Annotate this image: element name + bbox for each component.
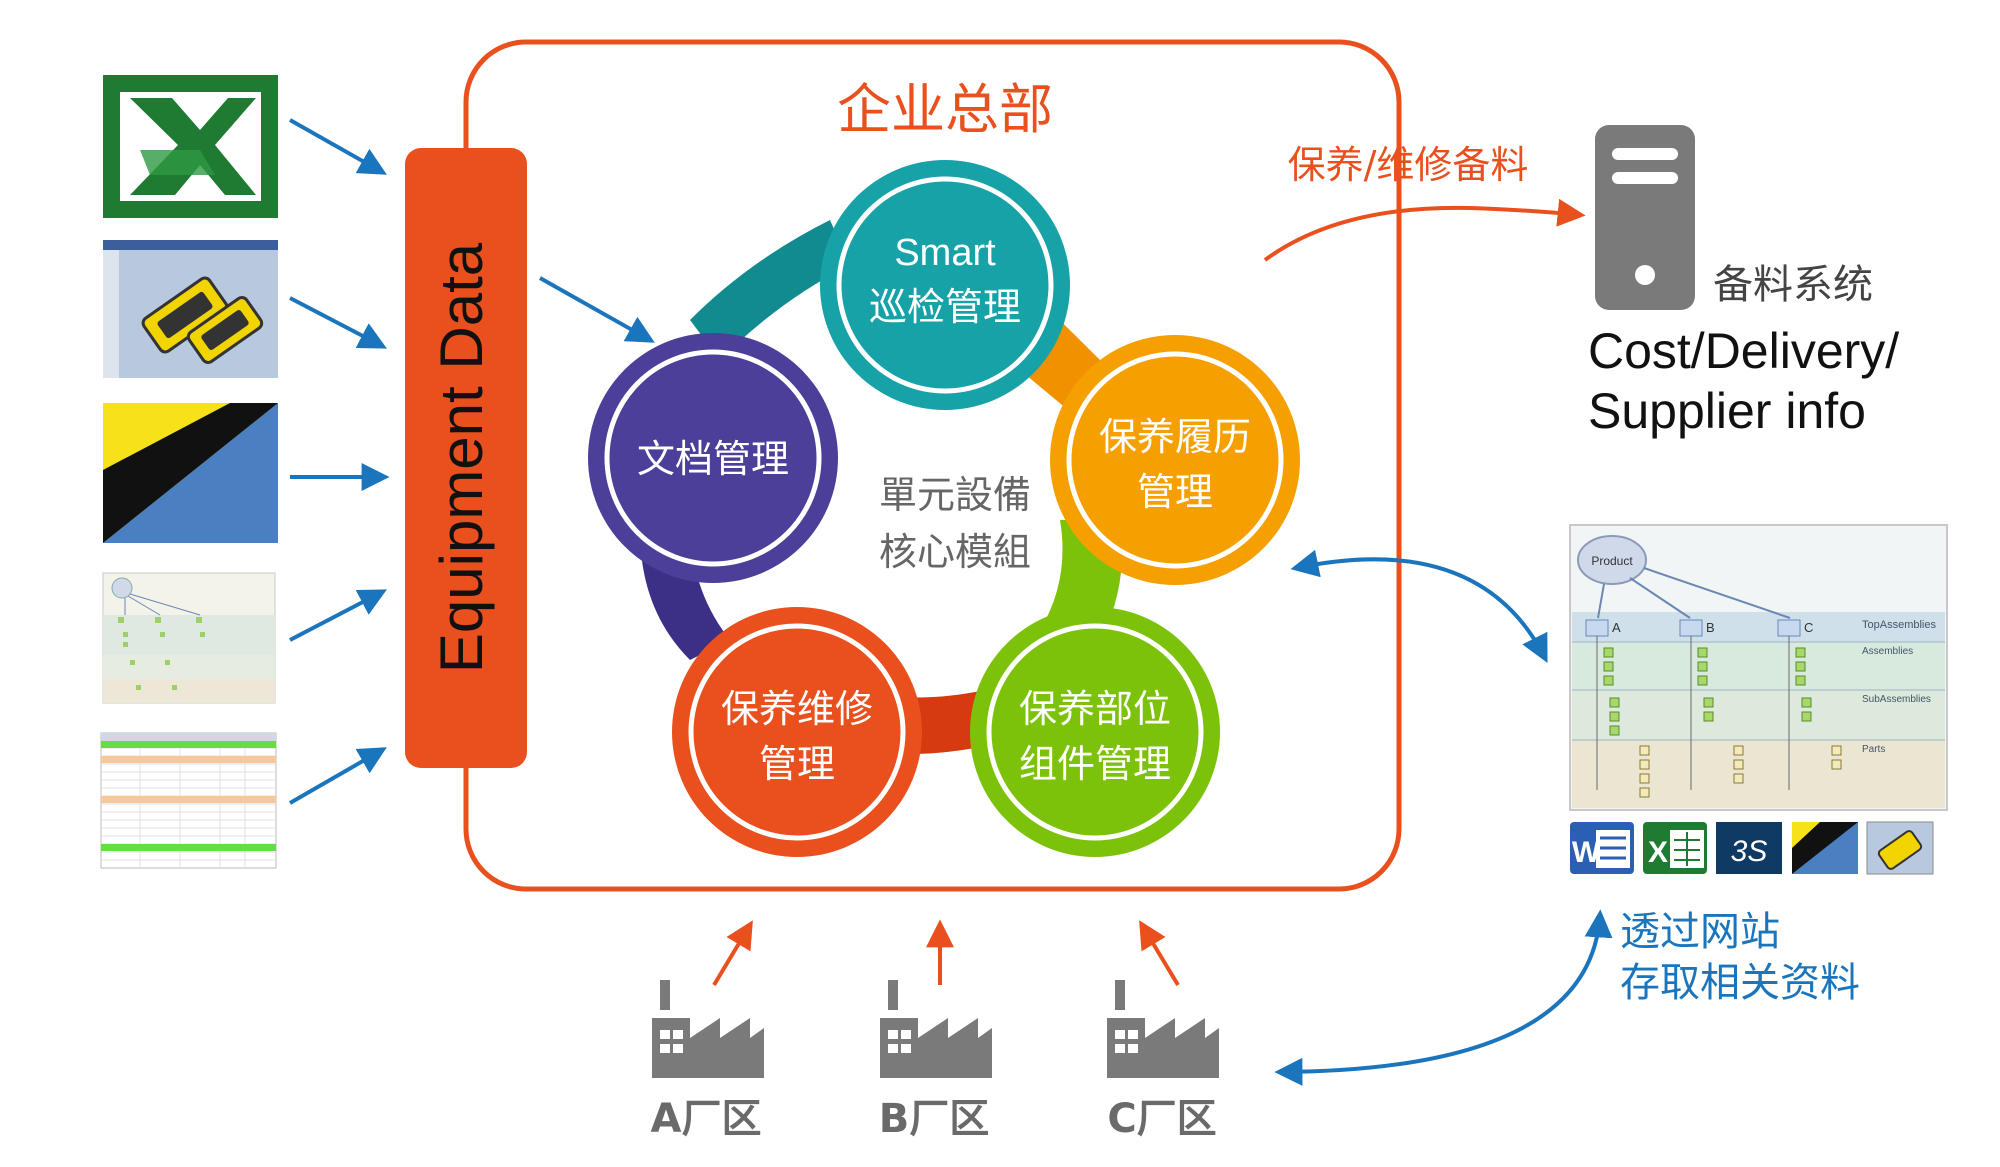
excel-icon: X bbox=[1643, 822, 1707, 874]
parts-line1: 保养部位 bbox=[1019, 687, 1171, 731]
left-input-arrows bbox=[289, 118, 390, 805]
center-label-line1: 單元設備 bbox=[879, 473, 1031, 517]
cad-icon bbox=[1866, 821, 1934, 875]
factory-arrows bbox=[712, 919, 1180, 987]
tree-root-label: Product bbox=[1591, 554, 1633, 568]
equipment-data-bar bbox=[405, 148, 527, 768]
factory-c-label: C厂区 bbox=[1107, 1096, 1216, 1142]
smart-inspection-node: Smart 巡检管理 bbox=[820, 160, 1070, 410]
cycle-to-tree-arrow bbox=[1290, 549, 1548, 663]
headquarters-title: 企业总部 bbox=[837, 78, 1053, 141]
flag-thumbnail bbox=[103, 403, 278, 543]
factory-a-label: A厂区 bbox=[651, 1096, 762, 1142]
supplier-info-line2: Supplier info bbox=[1588, 383, 1866, 439]
tree-level-parts: Parts bbox=[1862, 744, 1885, 755]
history-line2: 管理 bbox=[1137, 470, 1213, 514]
tree-thumbnail bbox=[102, 572, 276, 704]
factory-a-icon bbox=[652, 980, 764, 1078]
spare-parts-arrow bbox=[1263, 198, 1586, 262]
maintenance-history-node: 保养履历 管理 bbox=[1050, 335, 1300, 585]
factory-c-icon bbox=[1107, 980, 1219, 1078]
smart-line1: Smart bbox=[894, 232, 996, 274]
history-line1: 保养履历 bbox=[1099, 415, 1251, 459]
smart-line2: 巡检管理 bbox=[869, 285, 1021, 329]
3ds-icon: 3S bbox=[1716, 822, 1782, 874]
maintenance-repair-node: 保养维修 管理 bbox=[672, 607, 922, 857]
web-access-line2: 存取相关资料 bbox=[1620, 960, 1860, 1006]
svg-text:3S: 3S bbox=[1731, 835, 1768, 868]
tree-node-a: A bbox=[1612, 620, 1621, 635]
spare-parts-system-label: 备料系统 bbox=[1713, 262, 1873, 308]
svg-text:X: X bbox=[1648, 836, 1668, 869]
spreadsheet-thumbnail bbox=[100, 732, 277, 869]
product-tree-panel: Product A B C TopAssemblies Assemblies S… bbox=[1569, 524, 1948, 811]
tree-level-assemblies: Assemblies bbox=[1862, 646, 1913, 657]
bar-to-cycle-arrow bbox=[539, 276, 655, 343]
tree-level-sub: SubAssemblies bbox=[1862, 694, 1931, 705]
word-icon: W bbox=[1570, 822, 1634, 874]
spare-parts-flow-label: 保养/维修备料 bbox=[1288, 143, 1529, 187]
tree-node-c: C bbox=[1804, 620, 1813, 635]
web-access-line1: 透过网站 bbox=[1620, 909, 1780, 955]
svg-text:W: W bbox=[1572, 836, 1601, 869]
supplier-info-line1: Cost/Delivery/ bbox=[1588, 323, 1899, 379]
center-label-line2: 核心模組 bbox=[879, 530, 1031, 574]
maintenance-line1: 保养维修 bbox=[721, 687, 873, 731]
maintenance-line2: 管理 bbox=[759, 742, 835, 786]
parts-line2: 组件管理 bbox=[1019, 742, 1171, 786]
document-management-node: 文档管理 bbox=[588, 333, 838, 583]
flag-icon bbox=[1792, 822, 1858, 874]
excel-thumbnail bbox=[103, 75, 278, 218]
tree-level-top: TopAssemblies bbox=[1862, 619, 1936, 631]
factory-b-icon bbox=[880, 980, 992, 1078]
cad-thumbnail bbox=[103, 240, 278, 378]
tree-node-b: B bbox=[1706, 620, 1715, 635]
factory-b-label: B厂区 bbox=[879, 1096, 990, 1142]
documents-line1: 文档管理 bbox=[637, 437, 789, 481]
parts-component-node: 保养部位 组件管理 bbox=[970, 607, 1220, 857]
server-icon bbox=[1595, 125, 1695, 310]
factory-to-web-arrow bbox=[1274, 909, 1613, 1086]
equipment-data-label: Equipment Data bbox=[428, 242, 495, 673]
